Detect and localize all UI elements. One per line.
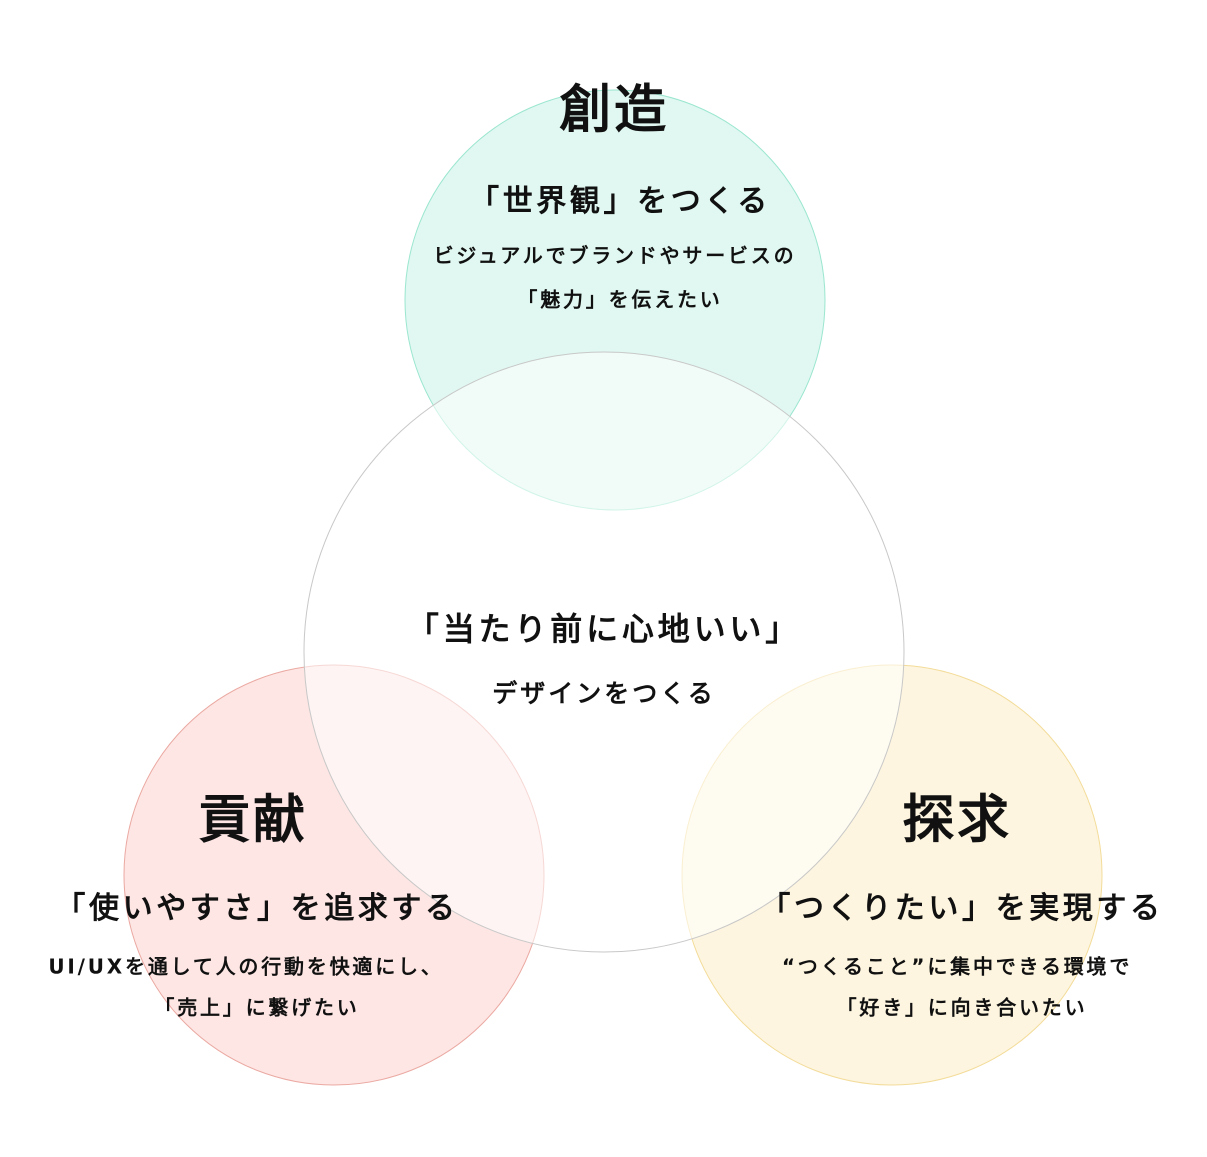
create-desc-line-2: 「魅力」を伝えたい <box>517 287 723 312</box>
contribute-title: 貢献 <box>198 790 308 851</box>
contribute-desc-line-1: UI/UXを通して人の行動を快適にし、 <box>48 954 444 979</box>
contribute-desc-line-2: 「売上」に繋げたい <box>154 995 360 1020</box>
explore-desc-line-2: 「好き」に向き合いたい <box>836 995 1088 1020</box>
create-subtitle: 「世界観」をつくる <box>469 184 771 219</box>
center-title: 「当たり前に心地いい」 <box>406 610 802 648</box>
center-circle <box>303 351 905 953</box>
contribute-subtitle: 「使いやすさ」を追求する <box>55 891 459 926</box>
center-subtitle: デザインをつくる <box>492 679 716 708</box>
explore-desc-line-1: “つくること”に集中できる環境で <box>781 954 1133 979</box>
explore-title: 探求 <box>902 790 1012 851</box>
create-desc-line-1: ビジュアルでブランドやサービスの <box>433 243 797 268</box>
create-title: 創造 <box>559 80 669 141</box>
explore-subtitle: 「つくりたい」を実現する <box>760 891 1164 926</box>
